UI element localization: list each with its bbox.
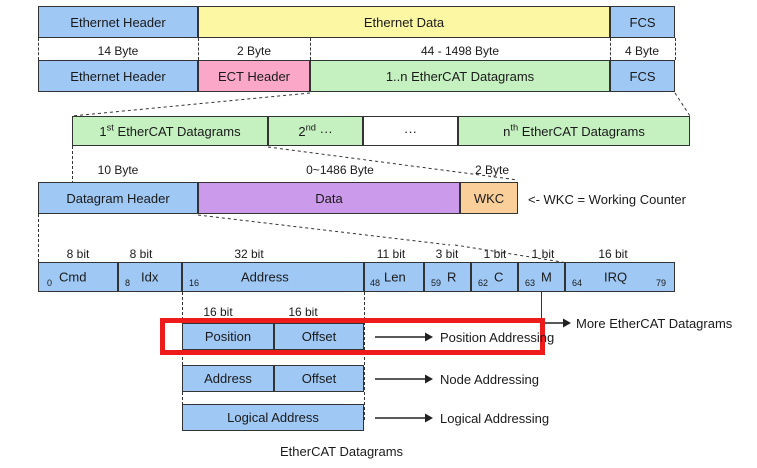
datagram-cell-nth-label: nth EtherCAT Datagrams	[503, 122, 645, 139]
bitfield-address-start: 16	[189, 278, 200, 288]
bitwidth-label-irq: 16 bit	[598, 247, 628, 261]
detail-cell-datagram-header: Datagram Header	[38, 182, 198, 214]
bitwidth-label-idx: 8 bit	[129, 247, 153, 261]
more-datagrams-connector	[541, 292, 542, 322]
bitfield-address-name: Address	[241, 269, 289, 285]
more-datagrams-arrow-icon	[541, 318, 571, 328]
detail-cell-data: Data	[198, 182, 460, 214]
frame-cell-fcs-bottom: FCS	[610, 60, 675, 92]
size-label-2-byte-wkc: 2 Byte	[474, 163, 510, 177]
bitfield-irq-start: 64	[572, 278, 583, 288]
frame-cell-ethernet-data: Ethernet Data	[198, 6, 610, 38]
datagram-cell-ellipsis: ···	[363, 116, 458, 146]
position-addressing-label: Position Addressing	[440, 330, 555, 345]
addressing-cell-position: Position	[182, 323, 274, 350]
bitfield-m: 63 M	[518, 262, 565, 292]
node-addressing-label: Node Addressing	[440, 372, 540, 387]
position-addressing-arrow-icon	[375, 332, 433, 342]
frame-cell-ethercat-datagrams: 1..n EtherCAT Datagrams	[310, 60, 610, 92]
bitfield-c-start: 62	[478, 278, 489, 288]
addressing-cell-offset-node: Offset	[274, 365, 364, 392]
addressing-cell-logical-address: Logical Address	[182, 404, 364, 431]
bitfield-r: 59 R	[424, 262, 471, 292]
bitfield-c-name: C	[494, 269, 504, 285]
bitfield-irq-name: IRQ	[604, 269, 628, 285]
addressing-cell-address: Address	[182, 365, 274, 392]
bitfield-len-start: 48	[370, 278, 381, 288]
detail-cell-wkc: WKC	[460, 182, 518, 214]
bitfield-left-guide	[38, 214, 39, 262]
logical-addressing-label: Logical Addressing	[440, 411, 550, 426]
bitfield-idx: 8 Idx	[118, 262, 182, 292]
datagram-cell-2nd: 2nd ···	[268, 116, 363, 146]
divider-dash-5	[675, 38, 676, 60]
more-datagrams-label: More EtherCAT Datagrams	[576, 316, 733, 331]
bitfield-irq: 64 IRQ 79	[565, 262, 675, 292]
wkc-note: <- WKC = Working Counter	[528, 192, 686, 207]
size-label-44-1498-byte: 44 - 1498 Byte	[420, 44, 500, 58]
bitfield-address: 16 Address	[182, 262, 364, 292]
size-label-10-byte: 10 Byte	[97, 163, 139, 177]
bitfield-len: 48 Len	[364, 262, 424, 292]
size-label-4-byte: 4 Byte	[624, 44, 660, 58]
datagram-detail-left-guide	[72, 146, 73, 184]
datagram-cell-1st: 1st EtherCAT Datagrams	[72, 116, 268, 146]
bitwidth-label-r: 3 bit	[435, 247, 459, 261]
bitwidth-label-c: 1 bit	[483, 247, 507, 261]
size-label-14-byte: 14 Byte	[97, 44, 139, 58]
datagram-cell-2nd-label: 2nd ···	[298, 122, 333, 139]
bitfield-len-name: Len	[384, 269, 406, 285]
bitfield-irq-end: 79	[655, 278, 666, 288]
datagram-cell-1st-label: 1st EtherCAT Datagrams	[99, 122, 241, 139]
frame-cell-ethernet-header-bottom: Ethernet Header	[38, 60, 198, 92]
diagram-caption: EtherCAT Datagrams	[280, 444, 404, 459]
divider-dash-1	[38, 38, 39, 60]
datagram-cell-nth: nth EtherCAT Datagrams	[458, 116, 690, 146]
bitfield-c: 62 C	[471, 262, 518, 292]
bitwidth-label-address: 32 bit	[234, 247, 264, 261]
datagram-cell-ellipsis-label: ···	[404, 123, 417, 139]
bitfield-cmd-start: 0	[47, 278, 53, 288]
frame-cell-fcs-top: FCS	[610, 6, 675, 38]
bitwidth-label-len: 11 bit	[376, 247, 406, 261]
size-label-2-byte: 2 Byte	[236, 44, 272, 58]
divider-dash-4	[610, 38, 611, 60]
addressing-cell-offset-position: Offset	[274, 323, 364, 350]
bitfield-r-start: 59	[431, 278, 442, 288]
bitfield-cmd-name: Cmd	[59, 269, 87, 285]
addressing-bitwidth-label-2: 16 bit	[288, 305, 318, 319]
bitwidth-label-m: 1 bit	[531, 247, 555, 261]
frame-cell-ect-header: ECT Header	[198, 60, 310, 92]
node-addressing-arrow-icon	[375, 374, 433, 384]
bitfield-r-name: R	[447, 269, 457, 285]
addressing-bitwidth-label-1: 16 bit	[203, 305, 233, 319]
logical-addressing-arrow-icon	[375, 413, 433, 423]
addressing-left-guide	[182, 292, 183, 420]
bitwidth-label-cmd: 8 bit	[66, 247, 90, 261]
divider-dash-2	[198, 38, 199, 60]
bitfield-m-name: M	[541, 269, 552, 285]
bitfield-idx-start: 8	[125, 278, 131, 288]
bitfield-m-start: 63	[525, 278, 536, 288]
bitfield-cmd: 0 Cmd	[38, 262, 118, 292]
addressing-right-guide	[364, 292, 365, 420]
frame-cell-ethernet-header-top: Ethernet Header	[38, 6, 198, 38]
bitfield-idx-name: Idx	[141, 269, 159, 285]
divider-dash-3	[310, 38, 311, 60]
size-label-0-1486-byte: 0~1486 Byte	[306, 163, 374, 177]
